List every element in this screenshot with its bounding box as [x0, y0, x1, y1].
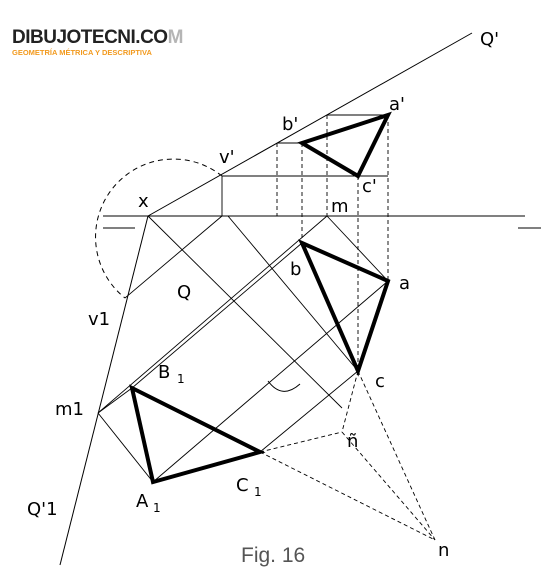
label-Q1-prime: Q'1	[27, 499, 58, 520]
label-c: c	[375, 371, 385, 392]
trace-Q-prime	[147, 32, 473, 217]
label-x: x	[138, 191, 149, 212]
label-A: A	[136, 491, 149, 512]
triangle-true-magnitude	[129, 384, 266, 485]
triangle-horizontal-projection	[298, 239, 391, 377]
label-b-prime: b'	[282, 114, 298, 135]
label-C-subscript: 1	[254, 485, 262, 499]
label-Q-prime: Q'	[480, 29, 499, 50]
logo: DIBUJOTECNI.COM GEOMETRÍA MÉTRICA Y DESC…	[12, 28, 183, 58]
label-C: C	[236, 475, 249, 496]
label-a: a	[399, 273, 410, 294]
logo-brand: DIBUJOTECNI.COM	[12, 28, 183, 48]
label-B-subscript: 1	[177, 372, 185, 386]
logo-tagline: GEOMETRÍA MÉTRICA Y DESCRIPTIVA	[12, 48, 152, 57]
label-B: B	[158, 362, 170, 383]
triangle-vertical-projection	[297, 111, 392, 179]
label-a-prime: a'	[389, 94, 405, 115]
label-n-tilde: ñ	[347, 431, 358, 452]
rotation-arc	[95, 158, 223, 299]
plane-traces	[59, 32, 473, 566]
logo-brand-faded: M	[167, 27, 184, 48]
logo-brand-main: DIBUJOTECNI.CO	[12, 27, 168, 48]
label-v-prime: v'	[219, 147, 235, 168]
trace-Q1-prime	[59, 215, 149, 566]
ground-line	[103, 215, 541, 229]
label-m: m	[331, 196, 349, 217]
label-c-prime: c'	[362, 176, 377, 197]
label-b: b	[290, 259, 301, 280]
figure-caption: Fig. 16	[241, 544, 305, 567]
label-A-subscript: 1	[153, 501, 161, 515]
label-n: n	[438, 540, 449, 561]
projection-lines	[259, 115, 436, 541]
label-v1: v1	[88, 309, 110, 330]
angle-mark	[267, 380, 301, 392]
label-Q: Q	[177, 282, 191, 303]
label-m1: m1	[55, 399, 84, 420]
